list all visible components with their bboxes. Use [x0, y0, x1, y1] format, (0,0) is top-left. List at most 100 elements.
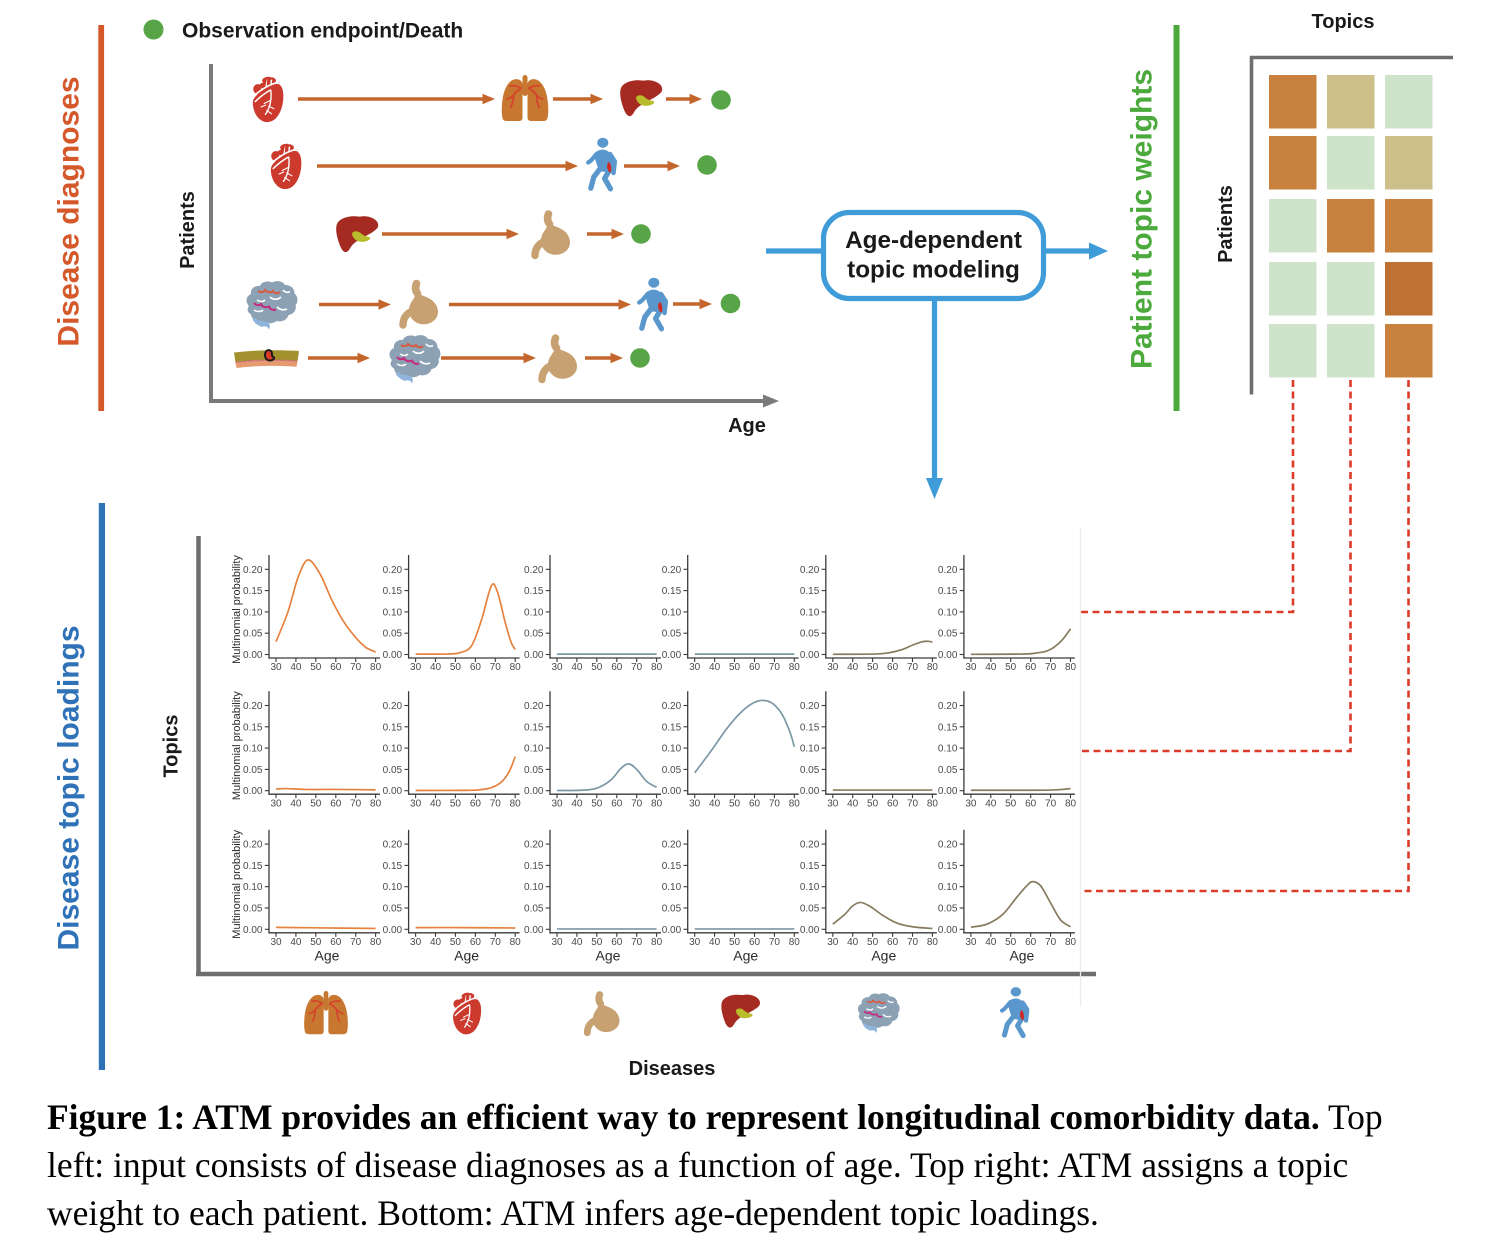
- svg-text:80: 80: [927, 798, 939, 809]
- svg-text:70: 70: [1045, 798, 1057, 809]
- svg-text:60: 60: [330, 662, 342, 673]
- svg-text:0.05: 0.05: [524, 629, 544, 640]
- svg-text:0.00: 0.00: [243, 650, 263, 661]
- svg-text:0.20: 0.20: [938, 565, 958, 576]
- svg-text:50: 50: [729, 798, 741, 809]
- svg-text:30: 30: [410, 798, 422, 809]
- svg-text:40: 40: [985, 937, 997, 948]
- svg-text:30: 30: [689, 662, 701, 673]
- svg-text:0.15: 0.15: [383, 722, 403, 733]
- svg-text:0.10: 0.10: [383, 607, 403, 618]
- svg-text:50: 50: [1005, 937, 1017, 948]
- svg-text:Patient topic weights: Patient topic weights: [1126, 69, 1159, 369]
- svg-text:60: 60: [470, 937, 482, 948]
- svg-text:80: 80: [651, 798, 663, 809]
- svg-text:0.15: 0.15: [524, 861, 544, 872]
- svg-text:70: 70: [907, 662, 919, 673]
- svg-text:40: 40: [290, 798, 302, 809]
- svg-text:70: 70: [490, 662, 502, 673]
- svg-text:60: 60: [470, 662, 482, 673]
- svg-text:Age: Age: [315, 947, 340, 963]
- svg-text:80: 80: [510, 662, 522, 673]
- svg-text:0.15: 0.15: [524, 586, 544, 597]
- svg-text:60: 60: [749, 662, 761, 673]
- svg-text:30: 30: [551, 937, 563, 948]
- svg-text:0.05: 0.05: [383, 904, 403, 915]
- svg-text:0.00: 0.00: [524, 650, 544, 661]
- svg-text:40: 40: [430, 937, 442, 948]
- svg-text:0.10: 0.10: [383, 744, 403, 755]
- svg-text:80: 80: [789, 662, 801, 673]
- svg-text:0.15: 0.15: [243, 586, 263, 597]
- svg-text:0.05: 0.05: [383, 629, 403, 640]
- svg-text:Age: Age: [596, 947, 621, 963]
- svg-text:Age: Age: [728, 415, 766, 437]
- svg-text:50: 50: [867, 662, 879, 673]
- svg-text:50: 50: [450, 937, 462, 948]
- svg-text:60: 60: [749, 798, 761, 809]
- svg-text:70: 70: [350, 937, 362, 948]
- svg-text:Age: Age: [1009, 947, 1034, 963]
- svg-text:Patients: Patients: [177, 191, 199, 269]
- svg-text:40: 40: [571, 662, 583, 673]
- svg-text:0.20: 0.20: [524, 701, 544, 712]
- svg-text:60: 60: [887, 798, 899, 809]
- svg-text:0.05: 0.05: [383, 765, 403, 776]
- svg-text:50: 50: [591, 662, 603, 673]
- svg-text:0.00: 0.00: [662, 786, 682, 797]
- svg-text:50: 50: [310, 662, 322, 673]
- svg-text:Age: Age: [733, 947, 758, 963]
- svg-text:30: 30: [410, 662, 422, 673]
- svg-text:0.20: 0.20: [938, 701, 958, 712]
- svg-text:0.15: 0.15: [662, 722, 682, 733]
- svg-text:0.20: 0.20: [800, 565, 820, 576]
- svg-text:Topics: Topics: [1312, 11, 1375, 33]
- svg-text:Multinomial probability: Multinomial probability: [231, 691, 243, 800]
- svg-text:50: 50: [1005, 798, 1017, 809]
- svg-text:0.05: 0.05: [800, 904, 820, 915]
- svg-text:0.10: 0.10: [800, 607, 820, 618]
- svg-text:80: 80: [1065, 937, 1077, 948]
- svg-text:0.10: 0.10: [938, 607, 958, 618]
- svg-text:40: 40: [847, 798, 859, 809]
- svg-text:30: 30: [410, 937, 422, 948]
- svg-text:30: 30: [270, 937, 282, 948]
- svg-text:0.15: 0.15: [383, 586, 403, 597]
- svg-text:60: 60: [749, 937, 761, 948]
- svg-text:0.00: 0.00: [662, 650, 682, 661]
- svg-text:40: 40: [571, 798, 583, 809]
- svg-text:0.10: 0.10: [524, 882, 544, 893]
- svg-text:0.00: 0.00: [662, 925, 682, 936]
- svg-text:0.05: 0.05: [662, 629, 682, 640]
- svg-text:0.15: 0.15: [662, 861, 682, 872]
- svg-text:40: 40: [290, 937, 302, 948]
- svg-text:0.15: 0.15: [524, 722, 544, 733]
- svg-text:0.20: 0.20: [383, 840, 403, 851]
- svg-text:0.10: 0.10: [938, 882, 958, 893]
- svg-text:0.15: 0.15: [383, 861, 403, 872]
- svg-text:0.05: 0.05: [938, 765, 958, 776]
- svg-text:30: 30: [827, 662, 839, 673]
- svg-text:0.00: 0.00: [524, 925, 544, 936]
- svg-text:60: 60: [330, 937, 342, 948]
- svg-text:Age: Age: [871, 947, 896, 963]
- svg-text:0.15: 0.15: [800, 722, 820, 733]
- svg-text:0.00: 0.00: [938, 650, 958, 661]
- svg-text:0.20: 0.20: [800, 840, 820, 851]
- svg-text:0.00: 0.00: [800, 786, 820, 797]
- svg-text:0.10: 0.10: [524, 607, 544, 618]
- svg-text:Multinomial probability: Multinomial probability: [231, 555, 243, 664]
- svg-text:80: 80: [651, 937, 663, 948]
- svg-text:0.10: 0.10: [938, 744, 958, 755]
- svg-text:0.10: 0.10: [243, 744, 263, 755]
- svg-text:0.10: 0.10: [800, 882, 820, 893]
- svg-text:Observation endpoint/Death: Observation endpoint/Death: [182, 20, 463, 43]
- svg-text:0.05: 0.05: [800, 629, 820, 640]
- svg-text:40: 40: [985, 662, 997, 673]
- svg-text:80: 80: [789, 937, 801, 948]
- svg-text:0.10: 0.10: [383, 882, 403, 893]
- svg-text:0.05: 0.05: [243, 765, 263, 776]
- svg-text:80: 80: [370, 937, 382, 948]
- svg-text:60: 60: [887, 937, 899, 948]
- svg-text:30: 30: [827, 937, 839, 948]
